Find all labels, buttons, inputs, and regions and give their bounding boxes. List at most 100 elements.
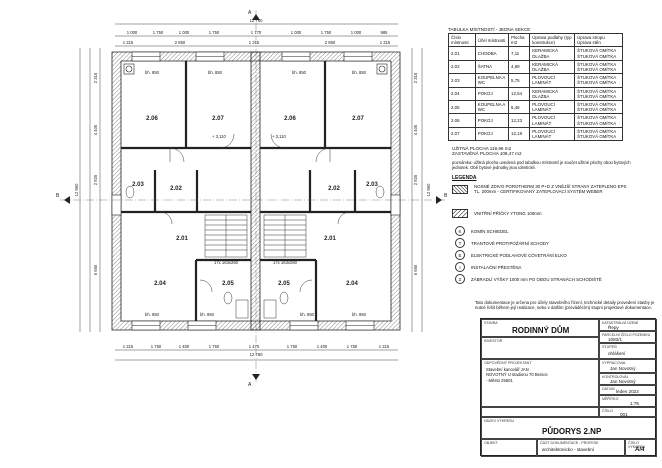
svg-text:1 470: 1 470 (249, 344, 260, 349)
tb-kontroloval: KONTROLOVAL Jan Novotný (599, 373, 657, 385)
area-note: poznámka: užitná plocha uvedená pod tabu… (452, 160, 631, 170)
railing-symbol-icon: Z (455, 274, 465, 284)
room-label: 2.07 (352, 116, 364, 122)
bathroom-fixtures (125, 185, 385, 319)
svg-text:1 400: 1 400 (179, 344, 190, 349)
stairs-label-right: 17x 163x260 (273, 260, 298, 265)
svg-text:bh. 850: bh. 850 (300, 312, 315, 317)
installation-wall-symbol-icon: I (455, 262, 465, 272)
room-label: 2.02 (170, 186, 182, 192)
room-label: 2.04 (154, 281, 166, 287)
section-b-right: B (444, 193, 448, 199)
table-header-row: Číslo místnosti Účel místnosti Plocha m2… (448, 32, 623, 48)
svg-text:2 925: 2 925 (93, 174, 98, 185)
svg-text:1 315: 1 315 (123, 40, 134, 45)
stairs-symbol-icon: T (455, 238, 465, 248)
room-label: 2.06 (284, 116, 296, 122)
stairs-right (263, 214, 307, 258)
room-label: 2.05 (222, 281, 234, 287)
tb-nazev: NÁZEV VÝKRESU PŮDORYS 2.NP (481, 417, 657, 439)
door-swings (159, 133, 351, 293)
svg-text:1 315: 1 315 (380, 40, 391, 45)
svg-text:bh. 850: bh. 850 (352, 312, 367, 317)
overall-depth-dim-right: 12 950 (426, 183, 431, 196)
tb-objekt: OBJEKT (481, 439, 537, 457)
floor-plan-drawing: 12 760 12 760 12 950 12 950 1 000 1 750 … (56, 10, 448, 388)
interior-partitions (121, 61, 391, 321)
svg-text:1 315: 1 315 (123, 344, 134, 349)
room-label: 2.01 (176, 236, 188, 242)
svg-text:1 000: 1 000 (127, 30, 138, 35)
svg-text:1 400: 1 400 (317, 344, 328, 349)
section-markers (60, 10, 446, 384)
tb-meritko: MĚŘÍTKO 1:75 (599, 395, 657, 407)
tb-parcela: PARCELNÍ ČÍSLO POZEMKU 1083/1 (599, 331, 657, 343)
chimney-symbol-icon: K (455, 226, 465, 236)
room-label: 2.03 (132, 182, 144, 188)
tb-vypracoval: VYPRACOVAL Jan Novotný (599, 359, 657, 373)
stairs-left (204, 214, 248, 258)
svg-text:1 750: 1 750 (209, 30, 220, 35)
tb-investor: INVESTOR (481, 337, 599, 359)
svg-text:5 665: 5 665 (93, 264, 98, 275)
legend-item: E ELEKTRICKÉ PODLAHOVÉ CÓVETRÁNÍ ELKO (452, 250, 567, 260)
stairs-label-left: 17x 163x260 (214, 260, 239, 265)
tb-obec: KATASTRÁLNÍ ÚZEMÍ Řepy (599, 319, 657, 331)
room-label: 2.05 (278, 281, 290, 287)
room-label: 2.02 (328, 186, 340, 192)
svg-text:2 315: 2 315 (413, 72, 418, 83)
tb-cast: ČÁST DOKUMENTACE - PROFESE architektonic… (537, 439, 625, 457)
disclaimer-text: Tato dokumentace je určena pro účely sta… (475, 300, 655, 311)
room-schedule-table: Číslo místnosti Účel místnosti Plocha m2… (448, 32, 623, 142)
svg-text:bh. 850: bh. 850 (208, 70, 223, 75)
svg-text:1 770: 1 770 (251, 30, 262, 35)
svg-text:1 750: 1 750 (287, 344, 298, 349)
svg-text:1 315: 1 315 (249, 40, 260, 45)
svg-text:2 315: 2 315 (93, 72, 98, 83)
svg-text:5 665: 5 665 (413, 264, 418, 275)
tb-format: ČÍSLO VÝKRESU A/4 (625, 439, 657, 457)
level-mark-right: + 3,110 (272, 134, 286, 139)
party-wall (250, 51, 261, 331)
svg-text:2 850: 2 850 (325, 40, 336, 45)
legend-item: Z ZÁBRADLÍ VÝŠKY 1000 mm PO OBOU STRANÁC… (452, 274, 602, 284)
room-label: 2.03 (366, 182, 378, 188)
room-labels: 2.06 2.07 2.06 2.07 2.03 2.02 2.02 2.03 … (132, 116, 378, 287)
legend-item: T TRANTOVÉ PROTIPOŽÁRNÍ SCHODY (452, 238, 549, 248)
left-dim-col: 2 315 4 405 2 925 5 665 2 315 4 405 2 92… (93, 72, 418, 275)
title-block: STAVBA RODINNÝ DŮM KATASTRÁLNÍ ÚZEMÍ Řep… (480, 318, 657, 457)
svg-text:1 315: 1 315 (379, 344, 390, 349)
built-area: ZASTAVĚNÁ PLOCHA 108,47 m2 (452, 151, 522, 156)
tb-datum: DATUM leden 2023 (599, 385, 657, 395)
heating-symbol-icon: E (455, 250, 465, 260)
svg-text:1 750: 1 750 (153, 30, 164, 35)
svg-text:bh. 850: bh. 850 (200, 312, 215, 317)
svg-text:1 000: 1 000 (179, 30, 190, 35)
legend-item: VNITŘNÍ PŘÍČKY YTONG 100mm (452, 209, 632, 218)
svg-text:2 925: 2 925 (413, 174, 418, 185)
room-table-title: TABULKA MÍSTNOSTÍ - JEDNA SEKCE (448, 27, 531, 32)
legend-title: LEGENDA (452, 175, 477, 181)
svg-text:1 750: 1 750 (151, 344, 162, 349)
chimney-icons (123, 63, 388, 75)
svg-text:1 750: 1 750 (321, 30, 332, 35)
room-label: 2.07 (212, 116, 224, 122)
room-label: 2.04 (346, 281, 358, 287)
svg-text:bh. 850: bh. 850 (292, 70, 307, 75)
legend-item: K KOMÍN SCHIEDEL (452, 226, 509, 236)
svg-text:1 000: 1 000 (291, 30, 302, 35)
legend-item: I INSTALAČNÍ PŘESTĚNA (452, 262, 521, 272)
section-a-top: A (248, 10, 252, 16)
wall-hatch-icon (452, 184, 468, 194)
level-mark-left: + 3,110 (212, 134, 226, 139)
top-dimensions (79, 23, 423, 361)
bottom-dim-row: 1 315 1 750 1 400 1 750 1 470 1 750 1 40… (123, 344, 390, 349)
top-dim-row: 1 000 1 750 1 000 1 750 1 770 1 000 1 75… (123, 30, 391, 45)
section-a-bottom: A (248, 382, 252, 388)
section-b-left: B (56, 193, 60, 199)
svg-text:4 405: 4 405 (93, 124, 98, 135)
